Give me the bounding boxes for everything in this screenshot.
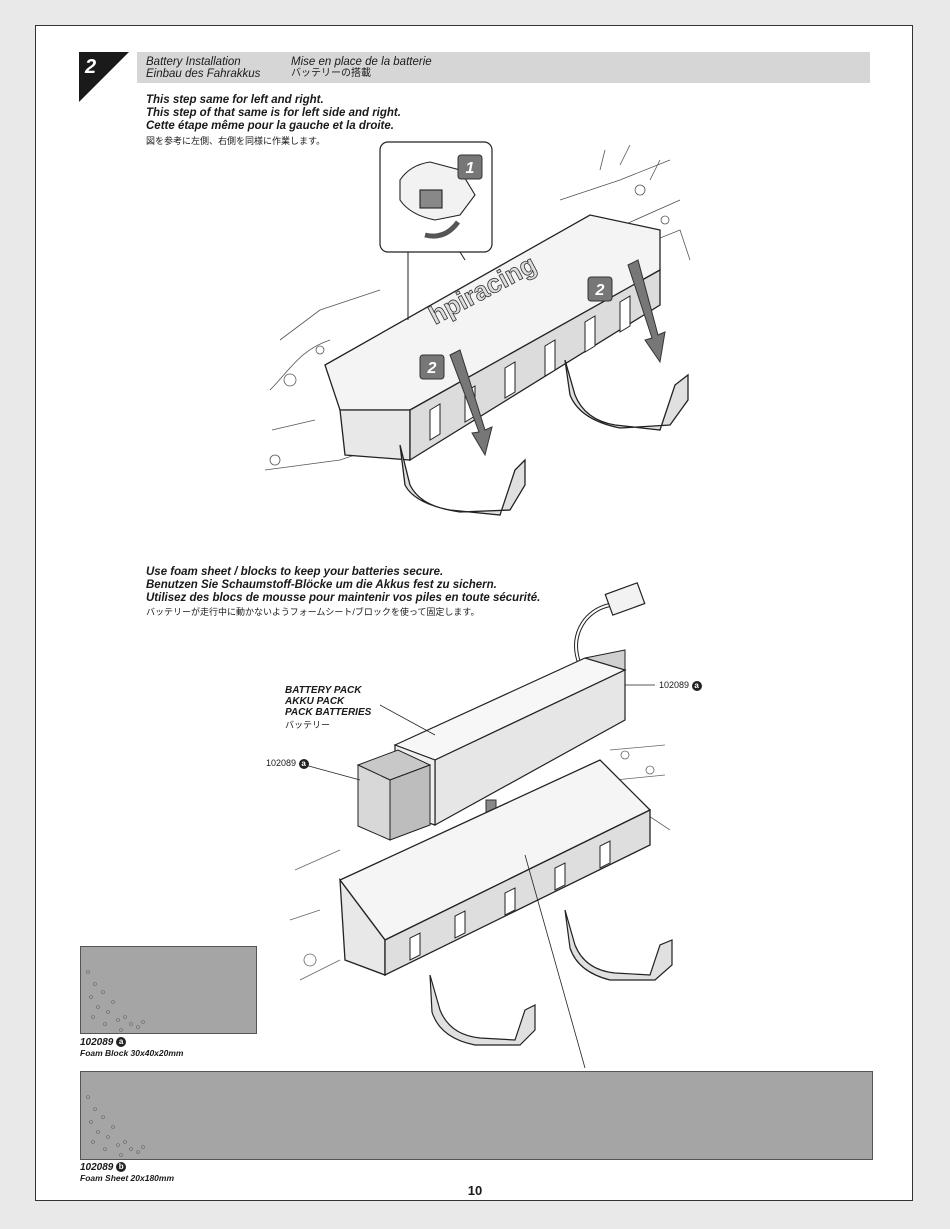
part-label-right: 102089 a [659,680,702,691]
foam-sheet-desc: Foam Sheet 20x180mm [80,1173,175,1183]
note2-line3: Utilisez des blocs de mousse pour mainte… [146,592,541,604]
callout-1: 1 [466,160,475,177]
battery-foam-diagram [289,582,673,1069]
part-left-code: 102089 [266,758,297,768]
block-letter: a [116,1037,127,1048]
part-label-left: 102089 a [266,758,309,769]
note2-line4: バッテリーが走行中に動かないようフォームシート/ブロックを使って固定します。 [146,607,480,617]
note2-line2: Benutzen Sie Schaumstoff-Blöcke um die A… [146,579,497,591]
note2-line1: Use foam sheet / blocks to keep your bat… [146,566,444,578]
foam-sheet-swatch [80,1071,873,1160]
title-jp: バッテリーの搭載 [291,68,371,79]
title-fr: Mise en place de la batterie [291,56,432,68]
callout-2-right: 2 [595,282,605,299]
step-number: 2 [85,56,97,78]
step-number-badge [79,52,129,102]
title-de: Einbau des Fahrakkus [146,68,261,80]
page-number: 10 [467,1183,483,1198]
part-right-letter: a [691,680,702,691]
sheet-letter: b [116,1162,127,1173]
part-left-letter: a [298,758,309,769]
battery-label-en: BATTERY PACK [285,685,362,696]
foam-block-swatch [80,946,257,1034]
battery-label-jp: バッテリー [285,720,331,730]
note1-line2: This step of that same is for left side … [146,107,401,119]
foam-block-code: 102089 a [80,1037,127,1048]
part-right-code: 102089 [659,680,690,690]
note1-line1: This step same for left and right. [146,94,324,106]
section-header [137,52,870,83]
battery-label-de: AKKU PACK [285,696,345,707]
title-en: Battery Installation [146,56,241,68]
battery-tray-diagram: hpiracing 1 2 2 [264,141,691,516]
battery-label-fr: PACK BATTERIES [285,707,372,718]
sheet-code: 102089 [80,1162,114,1173]
note1-line3: Cette étape même pour la gauche et la dr… [146,120,394,132]
foam-block-desc: Foam Block 30x40x20mm [80,1048,184,1058]
note1-line4: 図を参考に左側、右側を同様に作業します。 [146,136,326,146]
callout-2-left: 2 [427,360,437,377]
foam-sheet-code: 102089 b [80,1162,127,1173]
block-code: 102089 [80,1037,114,1048]
